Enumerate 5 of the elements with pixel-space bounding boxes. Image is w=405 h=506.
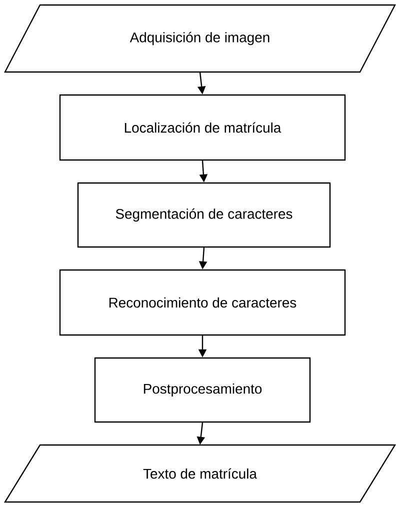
process-box: Postprocesamiento [94, 357, 311, 423]
process-box: Reconocimiento de caracteres [59, 269, 346, 336]
process-box: Segmentación de caracteres [77, 182, 331, 248]
input-output-parallelogram: Adquisición de imagen [4, 4, 396, 73]
process-box: Localización de matrícula [59, 94, 346, 161]
